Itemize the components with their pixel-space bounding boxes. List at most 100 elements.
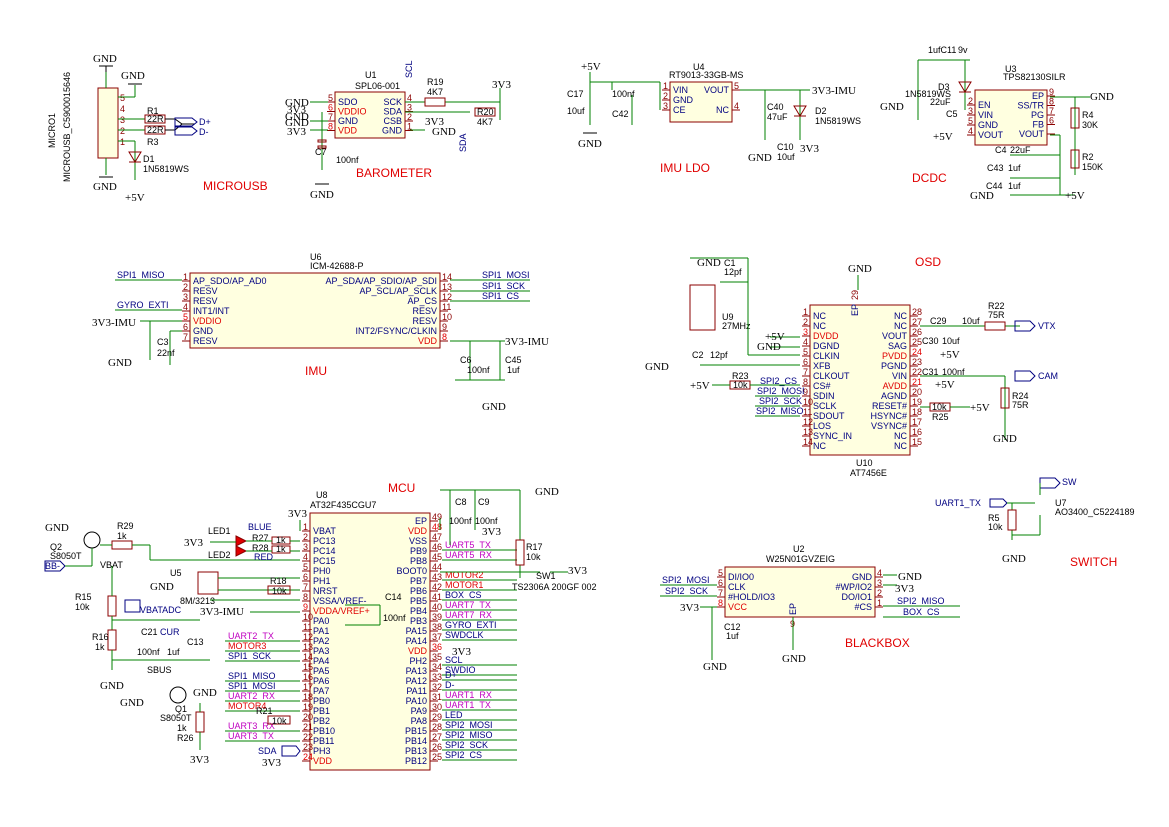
mcu-right-net-label: SPI2_CS xyxy=(445,750,482,760)
u8-right-pin-label: PA14 xyxy=(406,636,427,646)
u10-right-pin-number: 24 xyxy=(912,347,922,357)
u2-right-pin-number: 3 xyxy=(877,578,882,588)
section-title-barometer: BAROMETER xyxy=(356,166,432,180)
mcu-right-net-label: MOTOR1 xyxy=(445,580,483,590)
c21-val: 100nf xyxy=(137,647,160,657)
u10-right-pin-number: 19 xyxy=(912,397,922,407)
u10-left-pin-label: SDIN xyxy=(813,391,835,401)
mcu-gnd-left-analog: GND xyxy=(100,680,124,692)
osd-gnd-dgnd: GND xyxy=(757,341,781,353)
u8-left-pin-number: 3 xyxy=(303,542,308,552)
usb-dplus-label: D+ xyxy=(199,117,211,127)
u8-left-pin-number: 13 xyxy=(303,642,313,652)
u10-part: AT7456E xyxy=(850,468,887,478)
c44-val: 1uf xyxy=(1008,181,1021,191)
r17-val: 10k xyxy=(526,552,541,562)
u9-val: 27MHz xyxy=(722,321,751,331)
u4-right-pin-label: VOUT xyxy=(704,85,730,95)
u6-part: ICM-42688-P xyxy=(310,261,364,271)
mcu-left-net-label: UART3_TX xyxy=(228,731,274,741)
osd-net-spi2-miso: SPI2_MISO xyxy=(756,406,804,416)
r26-val: 1k xyxy=(177,723,187,733)
bb-net-box-cs: BOX_CS xyxy=(903,607,940,617)
osd-net-spi2-cs: SPI2_CS xyxy=(760,376,797,386)
u8-left-pin-label: PC14 xyxy=(313,546,336,556)
baro-3v3-3: 3V3 xyxy=(425,116,444,128)
u1-left-pin-number: 5 xyxy=(328,93,333,103)
u4-right-pin-number: 4 xyxy=(734,101,739,111)
u8-left-pin-label: NRST xyxy=(313,586,338,596)
u3-left-pin-number: 3 xyxy=(968,106,973,116)
u8-left-pin-label: PA4 xyxy=(313,656,329,666)
mcu-right-net-label: MOTOR2 xyxy=(445,570,483,580)
c3-ref: C3 xyxy=(157,337,169,347)
r19-ref: R19 xyxy=(427,77,444,87)
vbatadc-label: VBATADC xyxy=(140,605,182,615)
c4-ref: C4 xyxy=(995,145,1007,155)
mcu-right-net-label: D+ xyxy=(445,670,457,680)
u8-left-pin-label: PH0 xyxy=(313,566,331,576)
u7-ref: U7 xyxy=(1055,498,1067,508)
u3-body xyxy=(974,89,1048,146)
u8-right-pin-label: PA13 xyxy=(406,666,427,676)
u8-left-pin-label: VSSA/VREF- xyxy=(313,596,367,606)
osd-net-spi2-sck: SPI2_SCK xyxy=(759,396,802,406)
d1-ref: D1 xyxy=(143,154,155,164)
u10-right-pin-number: 22 xyxy=(912,367,922,377)
u8-right-pin-label: PB9 xyxy=(410,546,427,556)
u10-right-pin-label: VIN xyxy=(892,371,907,381)
u2-left-pin-label: #HOLD/IO3 xyxy=(728,592,775,602)
sw1-val: TS2306A 200GF 002 xyxy=(512,582,597,592)
section-title-mcu: MCU xyxy=(388,481,415,495)
r2-ref: R2 xyxy=(1082,152,1094,162)
u8-right-pin-number: 41 xyxy=(432,592,442,602)
u8-right-pin-label: PB8 xyxy=(410,556,427,566)
u2-body xyxy=(724,566,876,618)
u8-left-pin-label: PB1 xyxy=(313,706,330,716)
u6-left-pin-label: RESV xyxy=(193,336,218,346)
r19-body xyxy=(424,97,446,107)
q1-ref: Q1 xyxy=(175,704,187,714)
mcu-3v3-sw1: 3V3 xyxy=(568,565,587,577)
imu-3v3imu-right: 3V3-IMU xyxy=(505,336,549,348)
dcdc-5v-left: +5V xyxy=(933,131,953,143)
u8-right-pin-label: PB6 xyxy=(410,586,427,596)
mcu-right-net-label: SCL xyxy=(445,655,463,665)
osd-5v-r25: +5V xyxy=(970,402,990,414)
switch-gnd: GND xyxy=(1002,553,1026,565)
bb-net-spi2-miso: SPI2_MISO xyxy=(897,596,945,606)
dcdc-gnd-left: GND xyxy=(880,101,904,113)
bb-3v3-right: 3V3 xyxy=(895,583,914,595)
d2-diode-icon xyxy=(793,105,807,117)
c10-val: 10uf xyxy=(777,152,795,162)
u10-right-pin-label: AVDD xyxy=(883,381,908,391)
u8-left-pin-label: PA3 xyxy=(313,646,329,656)
u8-left-pin-label: PB0 xyxy=(313,696,330,706)
sw-port xyxy=(1039,477,1061,489)
u8-left-pin-number: 20 xyxy=(303,712,313,722)
u8-left-pin-label: PA2 xyxy=(313,636,329,646)
r28-ref: R28 xyxy=(252,543,269,553)
u8-right-pin-label: PB15 xyxy=(405,726,427,736)
bbminus-port xyxy=(44,560,66,572)
mcu-right-net-label: SPI2_MOSI xyxy=(445,720,493,730)
r18-val: 10k xyxy=(272,586,287,596)
c44-ref: C44 xyxy=(986,181,1003,191)
c12-ref: C12 xyxy=(724,622,741,632)
mcu-right-net-label: SPI2_MISO xyxy=(445,730,493,740)
u4-part: RT9013-33GB-MS xyxy=(669,70,743,80)
u8-right-pin-number: 27 xyxy=(432,732,442,742)
u8-left-pin-number: 1 xyxy=(303,522,308,532)
u8-left-pin-label: PH3 xyxy=(313,746,331,756)
dcdc-9v: 9v xyxy=(958,45,968,55)
u6-left-pin-number: 2 xyxy=(183,282,188,292)
u4-left-pin-label: VIN xyxy=(673,85,688,95)
usb-ref: MICRO1 xyxy=(47,113,57,148)
d3-val: 1N5819WS xyxy=(905,89,951,99)
u8-left-pin-label: PA0 xyxy=(313,616,329,626)
c6-val: 100nf xyxy=(467,365,490,375)
u8-right-pin-number: 42 xyxy=(432,582,442,592)
switch-block: SW UART1_TX R5 10k U7 AO3400_C5224189 GN… xyxy=(935,477,1135,569)
